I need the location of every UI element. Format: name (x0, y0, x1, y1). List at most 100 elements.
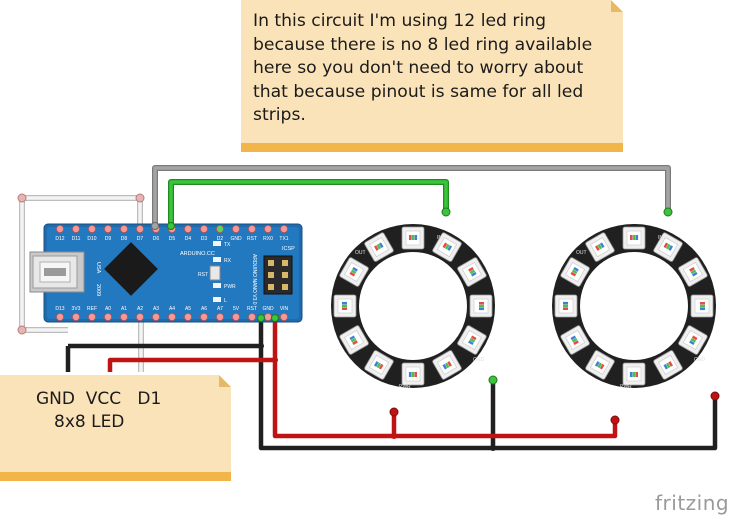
led-9 (339, 325, 369, 355)
ring-pin-label: GND (694, 357, 706, 363)
nano-label-rst: RST (198, 272, 208, 278)
led-8 (364, 350, 394, 380)
pin-top-gnd (231, 224, 240, 233)
pin-label-top: GND (230, 236, 242, 242)
ring-pin-label: OUT (576, 250, 587, 256)
pin-bottom-a0 (104, 312, 113, 321)
led-11 (339, 257, 369, 287)
pin-bottom-a3 (151, 312, 160, 321)
led-8 (585, 350, 615, 380)
ring-hole (580, 252, 688, 360)
led-1 (401, 226, 425, 250)
pin-top-tx1 (279, 224, 288, 233)
note-fold-corner (219, 375, 231, 387)
ring-hole (359, 252, 467, 360)
pin-label-bottom: VIN (280, 306, 289, 312)
nano-label-l: L (224, 298, 227, 304)
pin-label-bottom: A4 (169, 306, 175, 312)
led-3 (457, 257, 487, 287)
pin-bottom-3v3 (72, 312, 81, 321)
pin-label-bottom: GND (262, 306, 274, 312)
pin-bottom-rst (247, 312, 256, 321)
led-7 (622, 362, 646, 386)
led-4 (690, 294, 714, 318)
pin-label-bottom: A2 (137, 306, 143, 312)
pin-label-bottom: A5 (185, 306, 191, 312)
pin-label-bottom: A1 (121, 306, 127, 312)
pin-label-bottom: A6 (201, 306, 207, 312)
led-4 (469, 294, 493, 318)
pin-bottom-a5 (183, 312, 192, 321)
pin-label-top: TX1 (279, 236, 288, 242)
led-5 (457, 325, 487, 355)
pin-label-top: D3 (201, 236, 208, 242)
wire-gray-data (152, 165, 671, 226)
pin-top-d10 (88, 224, 97, 233)
pin-label-top: D8 (121, 236, 128, 242)
led-6 (653, 350, 683, 380)
led-12 (585, 232, 615, 262)
led-5 (678, 325, 708, 355)
ring-pin-label: PWR (399, 384, 411, 390)
nano-label-icsp: ICSP (282, 246, 295, 252)
pin-label-bottom: A7 (217, 306, 223, 312)
ring-pin-label: OUT (355, 250, 366, 256)
pin-label-top: D12 (55, 236, 64, 242)
wires (17, 165, 718, 451)
led-10 (554, 294, 578, 318)
nano-label-year: 2009 (95, 284, 101, 296)
nano-label-usa: USA (95, 262, 101, 274)
pin-label-bottom: REF (87, 306, 97, 312)
pin-top-d2 (215, 224, 224, 233)
pin-bottom-a2 (135, 312, 144, 321)
fritzing-logo: fritzing (655, 491, 730, 515)
note-fold-corner (611, 0, 623, 12)
led-10 (333, 294, 357, 318)
ring-pin-label: GND (473, 357, 485, 363)
nano-label-brand: ARDUINO.CC (180, 251, 215, 257)
pin-top-d7 (135, 224, 144, 233)
pin-bottom-5v (231, 312, 240, 321)
led-6 (432, 350, 462, 380)
pin-top-d4 (183, 224, 192, 233)
pin-top-d12 (56, 224, 65, 233)
pin-bottom-a7 (215, 312, 224, 321)
led-9 (560, 325, 590, 355)
note-bottom-line2: 8x8 LED (54, 412, 125, 432)
pin-label-top: D11 (72, 236, 81, 242)
note-ring-explanation: In this circuit I'm using 12 led ring be… (241, 0, 623, 152)
pin-bottom-ref (88, 312, 97, 321)
wire-green-data (168, 179, 449, 226)
ring-pin-label: IN (437, 235, 442, 241)
pin-top-d8 (120, 224, 129, 233)
pin-top-d9 (104, 224, 113, 233)
pin-label-top: D9 (105, 236, 112, 242)
pin-label-top: RST (247, 236, 257, 242)
nano-label-model: ARDUINO NANO V3.0 (251, 254, 257, 305)
pin-bottom-a4 (167, 312, 176, 321)
pin-label-bottom: RST (247, 306, 257, 312)
pin-top-rst (247, 224, 256, 233)
pin-label-bottom: A0 (105, 306, 111, 312)
ring-pin-label: PWR (620, 384, 632, 390)
nano-label-rx: RX (224, 258, 232, 264)
pin-label-bottom: 5V (233, 306, 240, 312)
ring-pin-label: IN (658, 235, 663, 241)
nano-label-pwr: PWR (224, 284, 236, 290)
wire-black-gnd (65, 318, 718, 451)
note-led-matrix: GND VCC D1 8x8 LED (0, 375, 231, 481)
led-2 (653, 232, 683, 262)
led-2 (432, 232, 462, 262)
pin-label-top: D6 (153, 236, 160, 242)
pin-bottom-d13 (56, 312, 65, 321)
mcu-chip (104, 242, 158, 296)
pin-bottom-a1 (120, 312, 129, 321)
nano-label-tx: TX (224, 242, 231, 248)
pin-label-top: D10 (87, 236, 96, 242)
pin-label-top: D7 (137, 236, 144, 242)
pin-label-top: D5 (169, 236, 176, 242)
note-bottom-line1: GND VCC D1 (36, 389, 162, 409)
pin-label-top: D2 (217, 236, 224, 242)
pin-bottom-a6 (199, 312, 208, 321)
